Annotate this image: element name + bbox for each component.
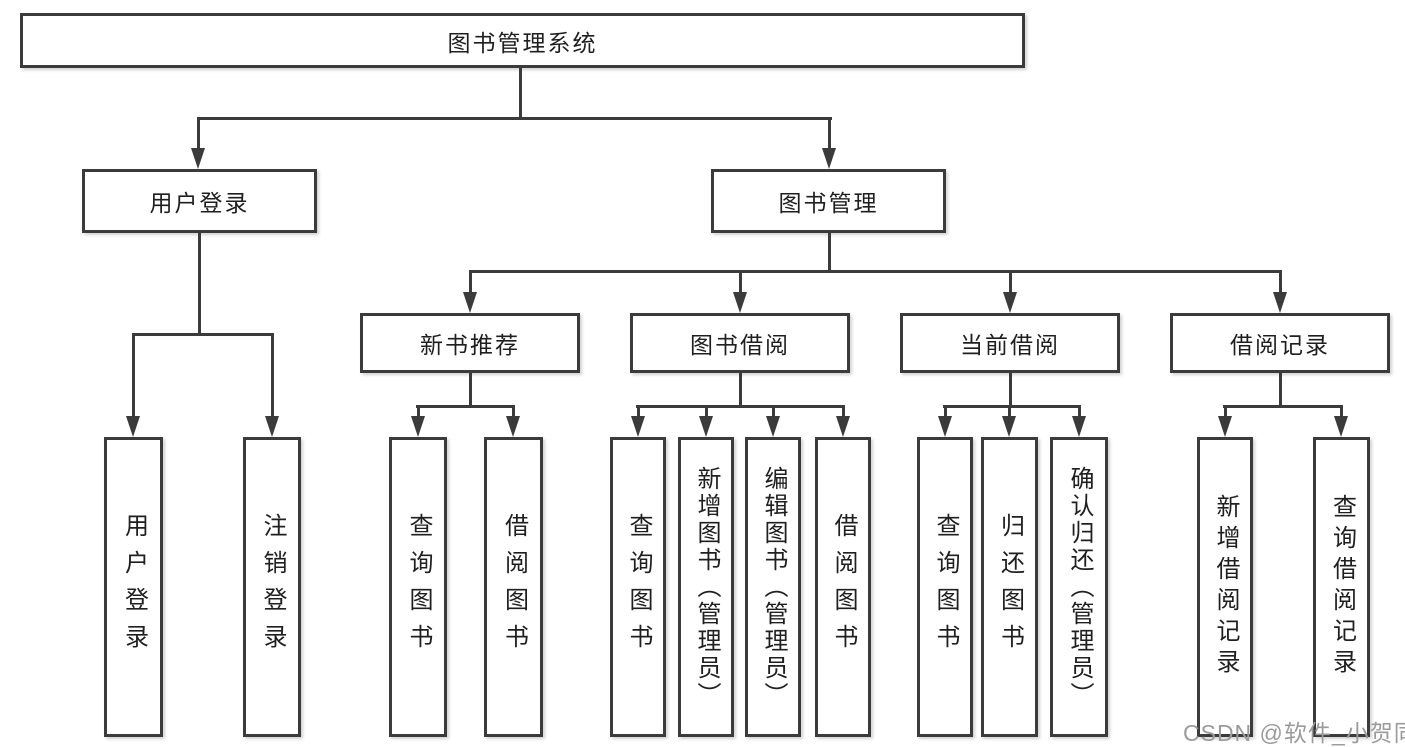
leaf-query-books-recommend: 查询图书 [389, 437, 447, 737]
arrowhead [191, 148, 205, 169]
arrowhead [126, 416, 140, 437]
connector-stem [512, 405, 515, 416]
leaf-return-books: 归还图书 [981, 437, 1038, 737]
leaf-borrow-books-recommend: 借阅图书 [484, 437, 543, 737]
node-borrow-records: 借阅记录 [1170, 313, 1390, 373]
connector-branch [943, 405, 1081, 408]
connector-stem [197, 117, 200, 148]
arrowhead [1273, 292, 1287, 313]
connector-branch [636, 405, 844, 408]
leaf-add-books-admin: 新增图书（管理员） [678, 437, 734, 737]
leaf-logout: 注销登录 [243, 437, 301, 737]
connector-stem [705, 405, 708, 416]
arrowhead [938, 416, 952, 437]
leaf-query-books-borrow: 查询图书 [610, 437, 666, 737]
arrowhead [463, 292, 477, 313]
connector-branch [416, 405, 515, 408]
connector-stem [1078, 405, 1081, 416]
connector-root-trunk [519, 68, 522, 118]
leaf-borrow-books: 借阅图书 [815, 437, 871, 737]
arrowhead [1218, 416, 1232, 437]
connector-stem [637, 405, 640, 416]
arrowhead [1002, 416, 1016, 437]
node-book-management: 图书管理 [711, 169, 946, 233]
arrowhead [766, 416, 780, 437]
connector-stem [271, 333, 274, 416]
connector-stem [828, 117, 831, 148]
connector-stem [944, 405, 947, 416]
arrowhead [822, 148, 836, 169]
connector-level2-branch [469, 270, 1281, 273]
node-new-book-recommend: 新书推荐 [360, 313, 580, 373]
arrowhead [265, 416, 279, 437]
node-current-borrow: 当前借阅 [900, 313, 1120, 373]
arrowhead [836, 416, 850, 437]
arrowhead [1003, 292, 1017, 313]
arrowhead [699, 416, 713, 437]
connector-stem [739, 270, 742, 292]
connector-stem [1279, 270, 1282, 292]
connector-trunk [1279, 373, 1282, 407]
connector-stem [1224, 405, 1227, 416]
connector-stem [132, 333, 135, 416]
connector-stem [842, 405, 845, 416]
connector-stem [1009, 270, 1012, 292]
arrowhead [1334, 416, 1348, 437]
connector-trunk [469, 373, 472, 407]
connector-stem [469, 270, 472, 292]
node-root: 图书管理系统 [20, 13, 1025, 68]
connector-trunk [739, 373, 742, 407]
leaf-query-books-current: 查询图书 [917, 437, 973, 737]
connector-bookmgmt-trunk [828, 233, 831, 272]
arrowhead [1072, 416, 1086, 437]
leaf-user-login: 用户登录 [104, 437, 163, 737]
leaf-add-borrow-record: 新增借阅记录 [1197, 437, 1253, 737]
connector-stem [1008, 405, 1011, 416]
arrowhead [733, 292, 747, 313]
connector-userlogin-branch [132, 333, 274, 336]
arrowhead [631, 416, 645, 437]
connector-branch [1223, 405, 1343, 408]
connector-stem [1340, 405, 1343, 416]
connector-level1-branch [197, 117, 832, 120]
node-book-borrow: 图书借阅 [630, 313, 850, 373]
connector-stem [772, 405, 775, 416]
leaf-query-borrow-record: 查询借阅记录 [1313, 437, 1370, 737]
connector-userlogin-trunk [198, 233, 201, 335]
connector-stem [417, 405, 420, 416]
leaf-edit-books-admin: 编辑图书（管理员） [745, 437, 801, 737]
csdn-watermark: CSDN @软件_小贺同学 [1183, 720, 1405, 746]
node-user-login: 用户登录 [82, 169, 317, 233]
arrowhead [506, 416, 520, 437]
connector-trunk [1009, 373, 1012, 407]
leaf-confirm-return-admin: 确认归还（管理员） [1050, 437, 1108, 737]
arrowhead [411, 416, 425, 437]
